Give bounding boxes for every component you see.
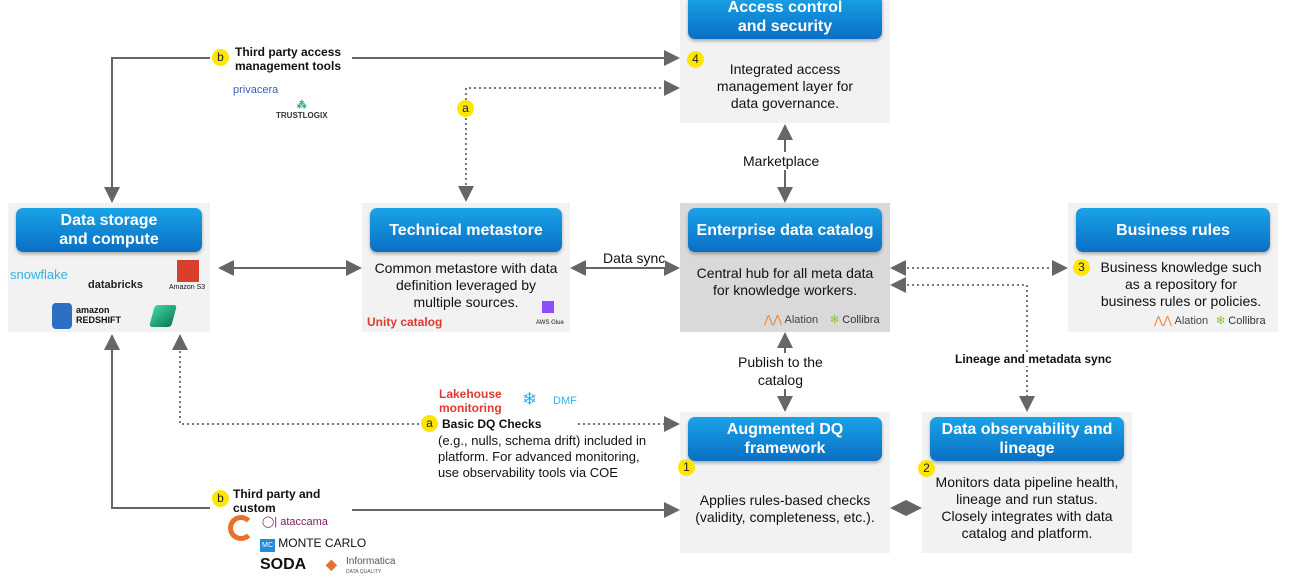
trustlogix-label: TRUSTLOGIX [276, 111, 328, 120]
business-rules-title: Business rules [1076, 208, 1270, 252]
informatica-icon: ◆ [326, 556, 337, 572]
collibra-label: Collibra [842, 314, 880, 326]
collibra-logo: ✻ Collibra [830, 313, 880, 326]
data-observability-title: Data observability and lineage [930, 417, 1124, 461]
collibra-icon: ✻ [1216, 315, 1226, 327]
augmented-dq-title: Augmented DQ framework [688, 417, 882, 461]
alation-icon: ⋀⋀ [764, 314, 783, 326]
technical-metastore-text: Common metastore with data definition le… [374, 260, 558, 310]
privacera-logo: privacera [233, 84, 279, 96]
dmf-label: DMF [553, 395, 577, 407]
amazon-s3-icon [177, 260, 199, 282]
badge-2: 2 [918, 460, 935, 477]
access-control-box: Access control and security 4 Integrated… [680, 0, 890, 123]
badge-b-access: b [212, 49, 229, 66]
dotted-lineage-sync [890, 277, 1035, 412]
alation-label: Alation [784, 314, 819, 326]
collibra-label: Collibra [1228, 315, 1266, 327]
ataccama-icon: ◯| [262, 516, 278, 528]
badge-a-basic-dq: a [421, 415, 438, 432]
ataccama-icon-c [228, 515, 254, 541]
access-tools-title: Third party access management tools [235, 45, 342, 73]
data-sync-label: Data sync [603, 249, 666, 267]
lakehouse-monitoring-label: Lakehouse monitoring [439, 387, 502, 415]
enterprise-catalog-title: Enterprise data catalog [688, 208, 882, 252]
badge-a-metastore: a [457, 100, 474, 117]
technical-metastore-title: Technical metastore [370, 208, 562, 252]
business-rules-box: Business rules 3 Business knowledge such… [1068, 203, 1278, 332]
alation-logo: ⋀⋀ Alation [764, 313, 818, 326]
enterprise-catalog-text: Central hub for all meta data for knowle… [696, 265, 874, 298]
technical-metastore-box: Technical metastore Common metastore wit… [362, 203, 570, 332]
aws-glue-label: AWS Glue [536, 320, 564, 326]
trustlogix-logo: ⁂TRUSTLOGIX [276, 100, 328, 120]
lineage-sync-label: Lineage and metadata sync [955, 352, 1112, 366]
data-storage-title: Data storage and compute [16, 208, 202, 252]
aws-glue-icon [542, 301, 554, 313]
monte-carlo-label: MONTE CARLO [278, 536, 367, 550]
databricks-logo: databricks [88, 279, 144, 291]
publish-label: Publish to the catalog [738, 353, 823, 389]
fabric-icon [149, 305, 177, 327]
snowflake-logo: snowflake [10, 267, 68, 282]
snowflake-icon: ❄ [522, 389, 538, 409]
badge-1: 1 [678, 459, 695, 476]
data-observability-text: Monitors data pipeline health, lineage a… [935, 474, 1119, 541]
informatica-sub: DATA QUALITY [346, 569, 382, 575]
dotted-storage-basic-dq [172, 334, 420, 425]
unity-catalog-label: Unity catalog [367, 315, 443, 329]
redshift-logo: amazon REDSHIFT [76, 305, 121, 325]
amazon-s3-logo: Amazon S3 [169, 284, 206, 291]
badge-4: 4 [687, 51, 704, 68]
ataccama-logo: ◯| ataccama [262, 515, 328, 528]
soda-logo: SODA [260, 556, 307, 573]
data-observability-box: Data observability and lineage 2 Monitor… [918, 412, 1132, 553]
alation-icon: ⋀⋀ [1154, 315, 1173, 327]
monte-carlo-logo: MC MONTE CARLO [260, 536, 367, 552]
collibra-logo: ✻ Collibra [1216, 314, 1266, 327]
alation-label: Alation [1174, 315, 1209, 327]
dotted-metastore-access [458, 80, 680, 202]
alation-logo: ⋀⋀ Alation [1154, 314, 1208, 327]
trustlogix-icon: ⁂ [296, 100, 307, 111]
business-rules-text: Business knowledge such as a repository … [1100, 259, 1262, 309]
marketplace-label: Marketplace [743, 152, 820, 170]
redshift-icon [52, 303, 72, 329]
arrow-access-tools-to-storage [104, 57, 210, 203]
badge-b-third-party: b [212, 490, 229, 507]
augmented-dq-text: Applies rules-based checks (validity, co… [695, 492, 875, 525]
data-storage-box: Data storage and compute snowflake datab… [8, 203, 210, 332]
third-party-title: Third party and custom [233, 487, 321, 515]
basic-dq-text: (e.g., nulls, schema drift) included in … [438, 433, 647, 480]
access-control-text: Integrated access management layer for d… [716, 61, 854, 111]
informatica-label: Informatica [346, 556, 396, 567]
badge-3: 3 [1073, 259, 1090, 276]
access-control-title: Access control and security [688, 0, 882, 39]
arrow-third-party-to-storage [104, 334, 210, 509]
basic-dq-title: Basic DQ Checks [442, 417, 546, 431]
augmented-dq-box: Augmented DQ framework 1 Applies rules-b… [678, 412, 890, 553]
collibra-icon: ✻ [830, 314, 840, 326]
monte-carlo-icon: MC [260, 539, 275, 552]
enterprise-catalog-box: Enterprise data catalog Central hub for … [680, 203, 890, 332]
ataccama-label: ataccama [280, 516, 328, 528]
